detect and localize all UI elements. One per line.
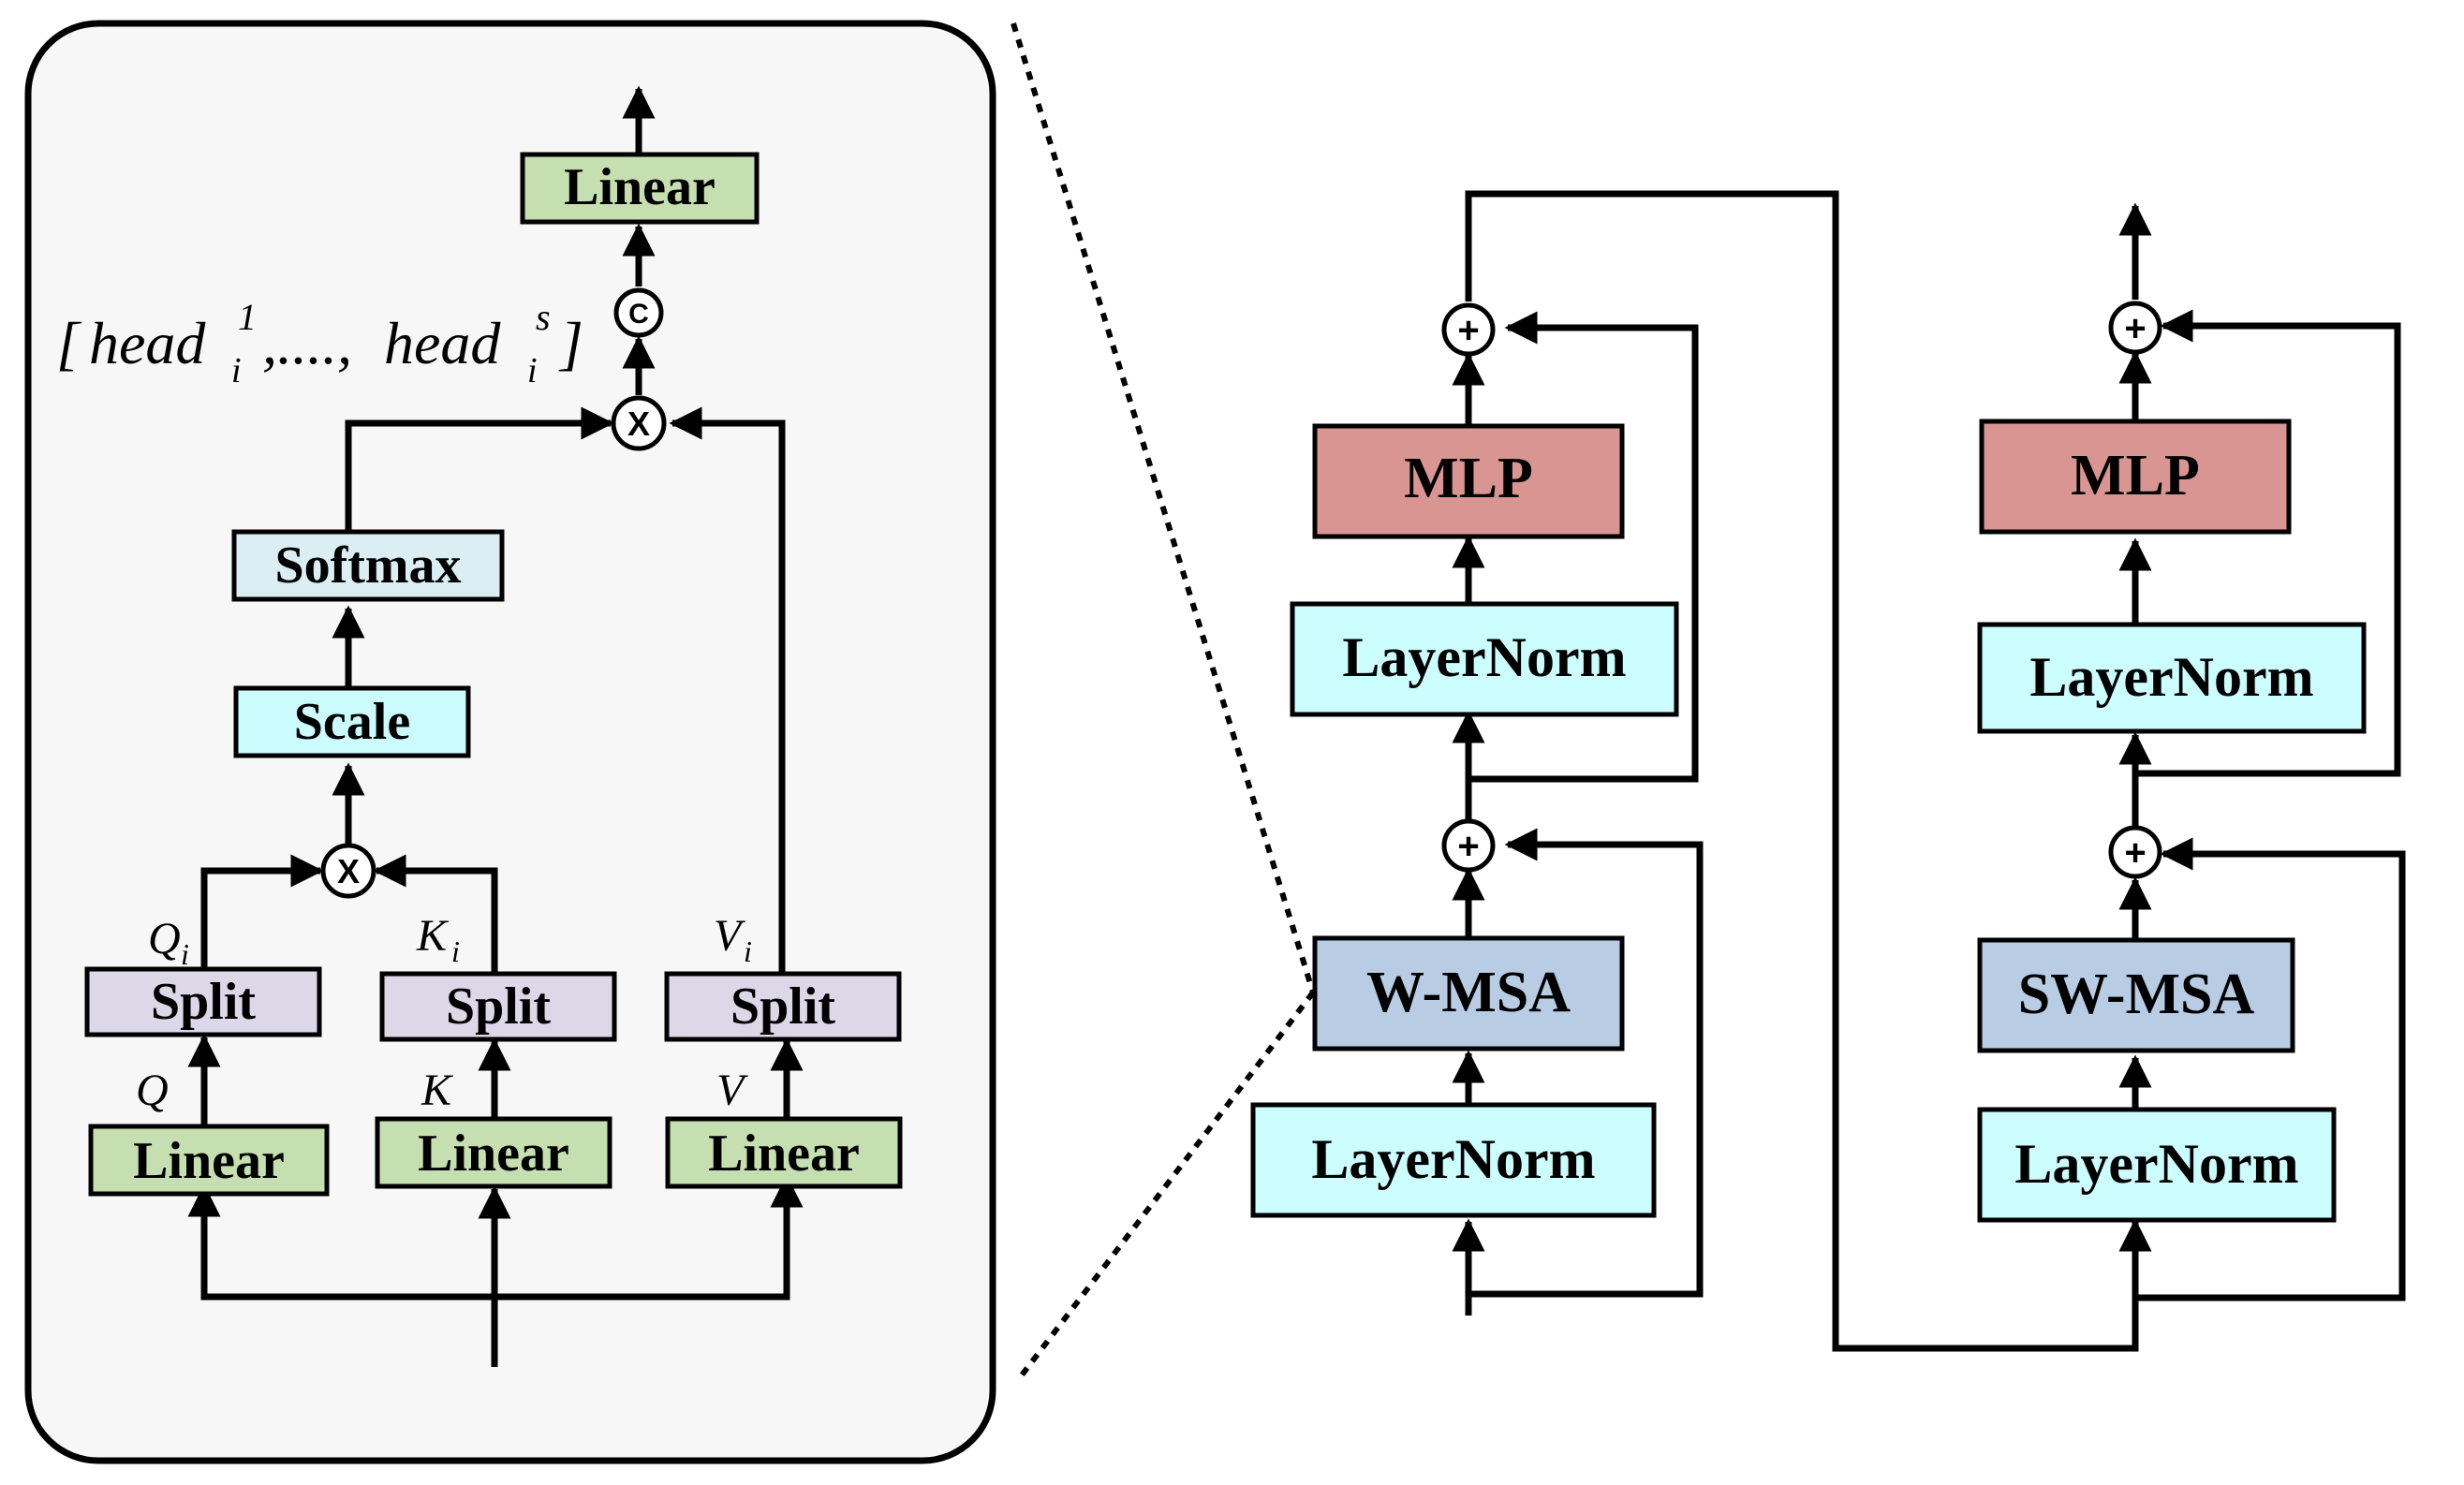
softmax-block <box>231 529 505 602</box>
attention-connectors <box>187 85 804 1367</box>
concat-operator <box>613 287 664 338</box>
w-msa-block <box>1312 935 1625 1051</box>
zoom-line-top <box>1011 22 1316 993</box>
attention-panel <box>24 20 996 1464</box>
formula-sub-i-s: i <box>527 351 538 390</box>
vi-subscript: i <box>744 934 752 968</box>
output-linear-block <box>520 152 760 225</box>
block-connectors <box>1452 190 2406 1352</box>
ki-label: K <box>416 911 450 961</box>
w-msa-add-top-symbol: + <box>1457 310 1479 351</box>
sw-msa-add-bottom-symbol: + <box>2124 832 2146 874</box>
scale-block <box>233 685 471 758</box>
sw-msa-layernorm-top-label: LayerNorm <box>2029 646 2313 708</box>
scale-label: Scale <box>294 693 410 751</box>
attention-multiply-symbol: X <box>627 404 650 443</box>
split-label-v: Split <box>730 978 835 1036</box>
ki-subscript: i <box>451 934 460 968</box>
concat-symbol: C <box>628 299 649 330</box>
split-label-q: Split <box>151 973 256 1031</box>
split-block-k <box>379 971 617 1042</box>
w-msa-layernorm-bottom-label: LayerNorm <box>1311 1128 1595 1190</box>
formula-sup-1: 1 <box>238 296 257 338</box>
linear-block-q <box>88 1124 330 1197</box>
sw-msa-add-bottom <box>2108 825 2162 879</box>
formula-sup-s: s <box>536 296 551 338</box>
vi-label: V <box>714 911 745 961</box>
linear-label-k: Linear <box>418 1125 569 1183</box>
sw-msa-label: SW-MSA <box>2018 963 2255 1026</box>
formula-close-bracket: ] <box>558 310 583 376</box>
v-label: V <box>716 1066 748 1115</box>
sw-msa-mlp-label: MLP <box>2071 444 2200 507</box>
formula-head-s: head <box>384 310 501 376</box>
split-label-k: Split <box>446 978 551 1036</box>
sw-msa-layernorm-bottom-label: LayerNorm <box>2014 1133 2298 1195</box>
formula-separator: ,...., <box>262 310 352 376</box>
w-msa-label: W-MSA <box>1366 961 1571 1024</box>
linear-block-k <box>375 1116 612 1189</box>
linear-label-v: Linear <box>708 1125 860 1183</box>
w-msa-mlp-block <box>1312 423 1625 539</box>
attention-multiply-operator <box>611 395 667 451</box>
k-label: K <box>421 1066 454 1115</box>
w-msa-mlp-label: MLP <box>1404 447 1533 510</box>
sw-msa-add-top <box>2108 301 2162 355</box>
sw-msa-add-top-symbol: + <box>2124 308 2146 349</box>
qi-subscript: i <box>181 937 189 971</box>
w-msa-layernorm-bottom <box>1250 1102 1657 1218</box>
sw-msa-mlp-block <box>1979 419 2292 535</box>
qi-label: Q <box>148 914 181 963</box>
w-msa-layernorm-top-label: LayerNorm <box>1342 626 1626 688</box>
output-linear-label: Linear <box>564 158 716 216</box>
formula-head-1: head <box>89 310 206 376</box>
w-msa-add-bottom-symbol: + <box>1457 826 1479 867</box>
zoom-line-bottom <box>1018 991 1316 1378</box>
linear-label-q: Linear <box>133 1132 285 1190</box>
w-msa-add-bottom <box>1441 818 1496 873</box>
sw-msa-layernorm-top <box>1977 622 2367 734</box>
sw-msa-layernorm-bottom <box>1977 1107 2337 1223</box>
qk-multiply-operator <box>320 843 376 899</box>
formula-open-bracket: [ <box>56 310 82 376</box>
head-concat-formula: [ head 1 i ,...., head s i ] <box>56 296 583 390</box>
formula-sub-i-1: i <box>231 351 242 390</box>
w-msa-layernorm-top <box>1290 601 1679 717</box>
split-block-v <box>664 971 902 1042</box>
qk-multiply-symbol: X <box>337 852 360 890</box>
split-block-q <box>84 966 322 1037</box>
sw-msa-block <box>1977 937 2295 1053</box>
softmax-label: Softmax <box>274 537 461 595</box>
q-label: Q <box>136 1066 169 1115</box>
w-msa-add-top <box>1441 302 1496 357</box>
linear-block-v <box>665 1116 903 1189</box>
